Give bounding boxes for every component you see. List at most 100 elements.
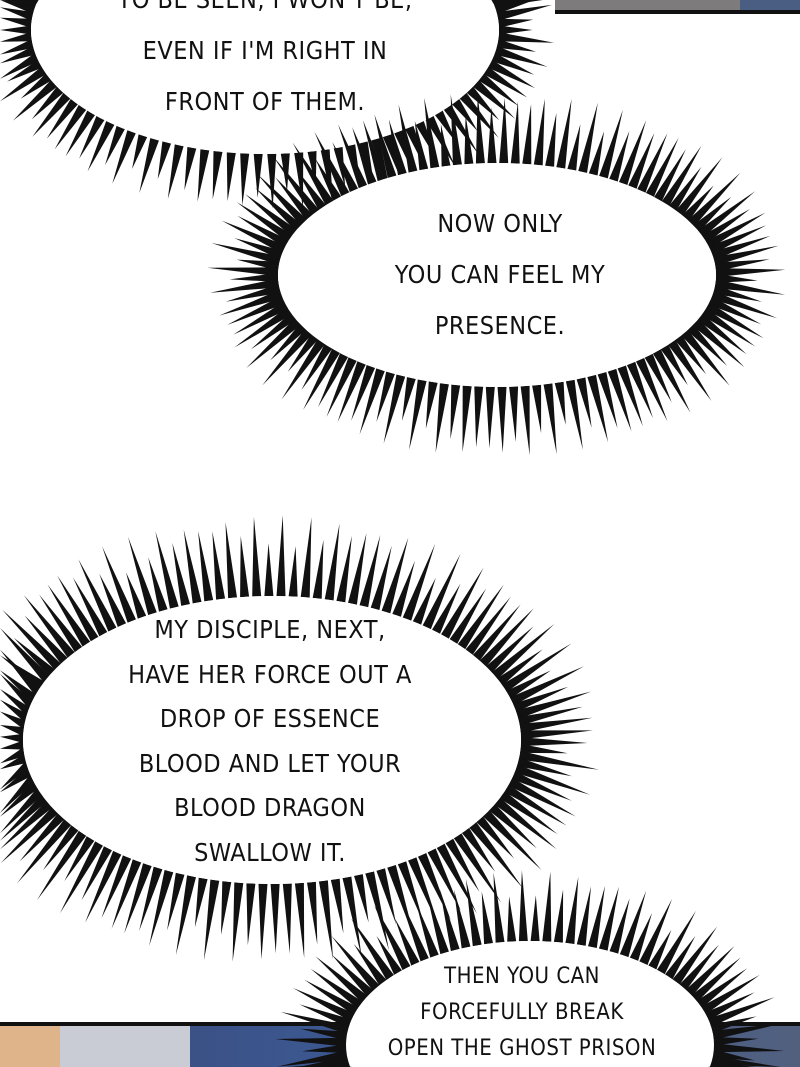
burst-spike [501, 643, 572, 693]
burst-spike [39, 594, 83, 653]
burst-spike [427, 848, 461, 911]
burst-spike [257, 174, 308, 226]
burst-spike [714, 279, 786, 295]
burst-spike [270, 884, 280, 954]
burst-spike [297, 170, 327, 211]
burst-spike [599, 109, 623, 179]
burst-spike [351, 364, 376, 421]
burst-spike [520, 385, 530, 456]
bubble-line: TO BE SEEN, I WON'T BE, [65, 0, 465, 25]
burst-spike [236, 259, 280, 271]
burst-spike [402, 543, 436, 621]
bubble-line: THEN YOU CAN [444, 964, 600, 989]
burst-spike [392, 560, 415, 617]
burst-spike [667, 339, 712, 401]
bubble-line: PRESENCE. [434, 311, 566, 340]
burst-spike [508, 777, 576, 817]
burst-spike [13, 80, 58, 121]
bubble-body [31, 0, 499, 154]
burst-spike [424, 97, 440, 169]
burst-spike [644, 353, 672, 403]
burst-spike [0, 689, 30, 716]
burst-spike [556, 99, 572, 169]
burst-spike [363, 120, 387, 182]
burst-spike [112, 130, 136, 184]
burst-spike [652, 349, 691, 413]
burst-spike [435, 383, 449, 453]
bubble-line: BLOOD AND LET YOUR [138, 748, 402, 778]
burst-spike [314, 131, 350, 197]
bubble-line: SWALLOW IT. [194, 837, 346, 867]
burst-spike [450, 384, 461, 440]
burst-spike [87, 120, 115, 172]
burst-spike [270, 323, 307, 361]
burst-spike [507, 896, 517, 942]
burst-spike [514, 764, 590, 795]
burst-spike [478, 73, 519, 107]
burst-spike [482, 810, 542, 871]
burst-spike [167, 872, 185, 931]
burst-spike [705, 212, 766, 249]
burst-spike [0, 7, 34, 21]
burst-spike [85, 850, 122, 923]
burst-spike [496, 4, 552, 21]
burst-spike [0, 32, 32, 42]
burst-spike [315, 158, 342, 201]
burst-spike [264, 543, 274, 596]
burst-spike [516, 757, 572, 777]
burst-spike [510, 101, 520, 164]
burst-spike [713, 285, 762, 302]
burst-spike [412, 577, 436, 625]
burst-spike [207, 267, 279, 277]
burst-spike [494, 46, 548, 67]
burst-spike [545, 113, 557, 167]
bubble-line: YOU CAN FEEL MY [394, 260, 606, 289]
burst-spike [567, 124, 581, 171]
burst-spike [617, 365, 643, 427]
bubble-body [278, 163, 716, 387]
burst-spike [554, 381, 566, 425]
burst-spike [696, 968, 748, 1009]
burst-spike [476, 816, 515, 859]
burst-spike [293, 988, 355, 1022]
burst-spike [277, 1050, 348, 1067]
burst-spike [212, 531, 226, 600]
burst-spike [488, 803, 537, 849]
burst-spike [0, 740, 24, 750]
bubble-line: BLOOD DRAGON [174, 793, 366, 822]
burst-spike [637, 133, 668, 193]
burst-spike [449, 588, 487, 644]
burst-spike [302, 1044, 347, 1053]
burst-spike [336, 535, 352, 603]
bubble-body [346, 941, 714, 1067]
bubble-3-text: MY DISCIPLE, NEXT, HAVE HER FORCE OUT A … [70, 608, 470, 875]
burst-spike [262, 328, 312, 386]
burst-spike [0, 52, 39, 79]
burst-spike [374, 114, 397, 179]
burst-spike [681, 329, 730, 386]
burst-spike [397, 861, 424, 924]
burst-spike [708, 225, 767, 255]
burst-spike [701, 209, 750, 244]
burst-spike [520, 737, 588, 747]
burst-spike [0, 711, 26, 730]
burst-spike [275, 177, 313, 221]
burst-spike [300, 1028, 348, 1041]
burst-spike [453, 889, 471, 949]
burst-spike [692, 318, 745, 368]
burst-spike [210, 278, 280, 293]
burst-spike [301, 343, 333, 390]
burst-spike [23, 595, 75, 658]
burst-spike [672, 926, 718, 985]
burst-spike [440, 124, 451, 167]
burst-spike [0, 725, 24, 737]
character-art [0, 1026, 190, 1067]
burst-spike [697, 191, 756, 238]
burst-spike [710, 290, 778, 319]
burst-spike [0, 0, 36, 14]
burst-spike [675, 157, 723, 216]
burst-spike [453, 833, 502, 903]
burst-spike [0, 655, 45, 689]
burst-spike [653, 149, 686, 202]
burst-spike [542, 871, 552, 942]
